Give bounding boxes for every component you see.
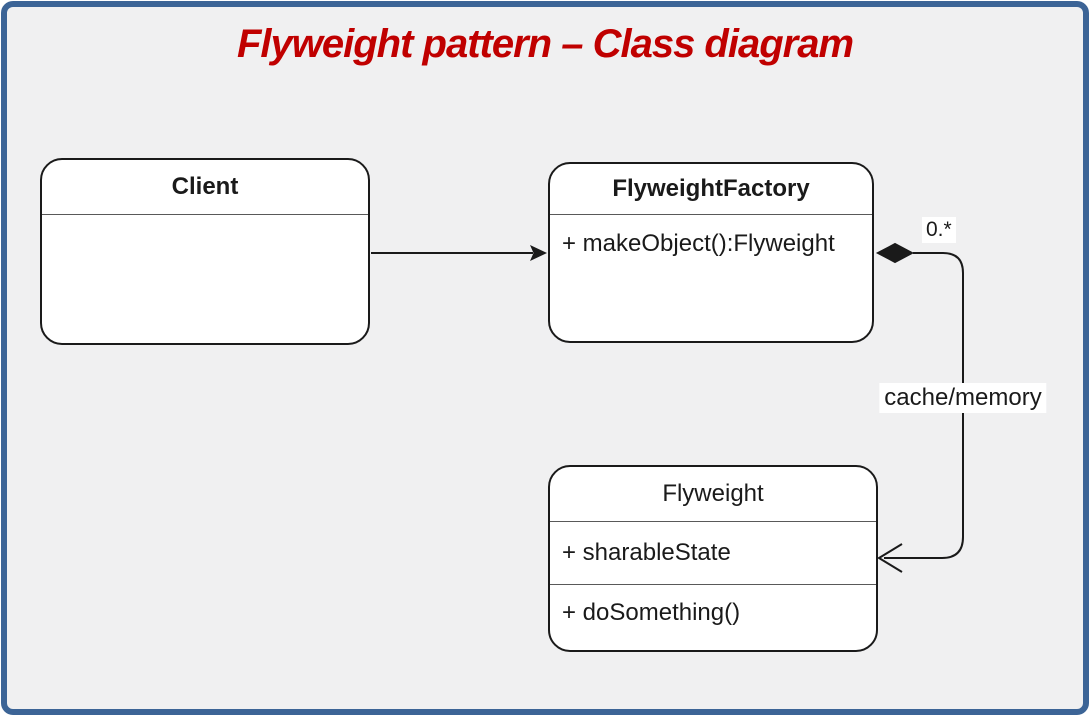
class-box-flyweightfactory: FlyweightFactory + makeObject():Flyweigh… (548, 162, 874, 343)
class-box-client: Client (40, 158, 370, 345)
class-operations-flyweight: + doSomething() (550, 584, 876, 650)
method-makeobject: + makeObject():Flyweight (562, 230, 835, 257)
class-name-client: Client (42, 160, 368, 215)
attribute-sharablestate: + sharableState (562, 539, 731, 566)
class-body-flyweightfactory: + makeObject():Flyweight (550, 215, 872, 341)
class-body-client-empty (42, 215, 368, 343)
class-attributes-flyweight: + sharableState (550, 522, 876, 584)
method-dosomething: + doSomething() (562, 599, 741, 626)
connector-label-cache-memory: cache/memory (879, 383, 1047, 413)
class-name-flyweightfactory: FlyweightFactory (550, 164, 872, 215)
multiplicity-label: 0.* (922, 217, 956, 244)
diagram-title: Flyweight pattern – Class diagram (236, 22, 854, 66)
class-box-flyweight: Flyweight + sharableState + doSomething(… (548, 465, 878, 652)
class-name-flyweight: Flyweight (550, 467, 876, 522)
